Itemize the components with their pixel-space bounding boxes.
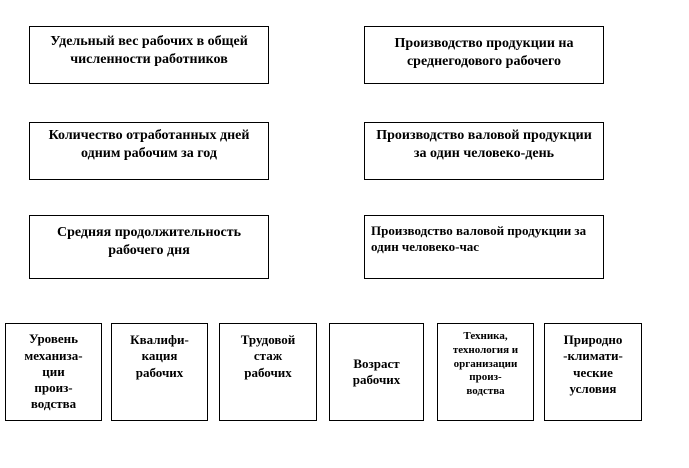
output-per-day-label: Производство валовой продукции за один ч…	[376, 128, 592, 161]
share-workers-label: Удельный вес рабочих в общей численности…	[50, 34, 248, 67]
factor-technology-box: Техника, технология и организации произ-…	[437, 323, 534, 421]
factor-age-box: Возраст рабочих	[329, 323, 424, 421]
output-per-day-box: Производство валовой продукции за один ч…	[364, 122, 604, 180]
factor-climate-box: Природно -климати- ческие условия	[544, 323, 642, 421]
factor-age-label: Возраст рабочих	[352, 355, 401, 387]
output-per-hour-label: Производство валовой продукции за один ч…	[371, 223, 587, 255]
factor-qualification-box: Квалифи- кация рабочих	[111, 323, 208, 421]
factor-mechanization-label: Уровень механиза- ции произ- водства	[24, 331, 83, 412]
factor-mechanization-box: Уровень механиза- ции произ- водства	[5, 323, 102, 421]
output-per-hour-box: Производство валовой продукции за один ч…	[364, 215, 604, 279]
workday-duration-label: Средняя продолжительность рабочего дня	[56, 225, 242, 258]
output-per-worker-box: Производство продукции на среднегодового…	[364, 26, 604, 84]
factor-work-experience-box: Трудовой стаж рабочих	[219, 323, 317, 421]
factor-technology-label: Техника, технология и организации произ-…	[452, 330, 519, 397]
factor-qualification-label: Квалифи- кация рабочих	[130, 332, 189, 380]
workday-duration-box: Средняя продолжительность рабочего дня	[29, 215, 269, 279]
days-worked-box: Количество отработанных дней одним рабоч…	[29, 122, 269, 180]
factor-work-experience-label: Трудовой стаж рабочих	[240, 332, 296, 380]
days-worked-label: Количество отработанных дней одним рабоч…	[48, 128, 250, 161]
factor-climate-label: Природно -климати- ческие условия	[563, 332, 623, 396]
output-per-worker-label: Производство продукции на среднегодового…	[394, 36, 574, 69]
share-workers-box: Удельный вес рабочих в общей численности…	[29, 26, 269, 84]
